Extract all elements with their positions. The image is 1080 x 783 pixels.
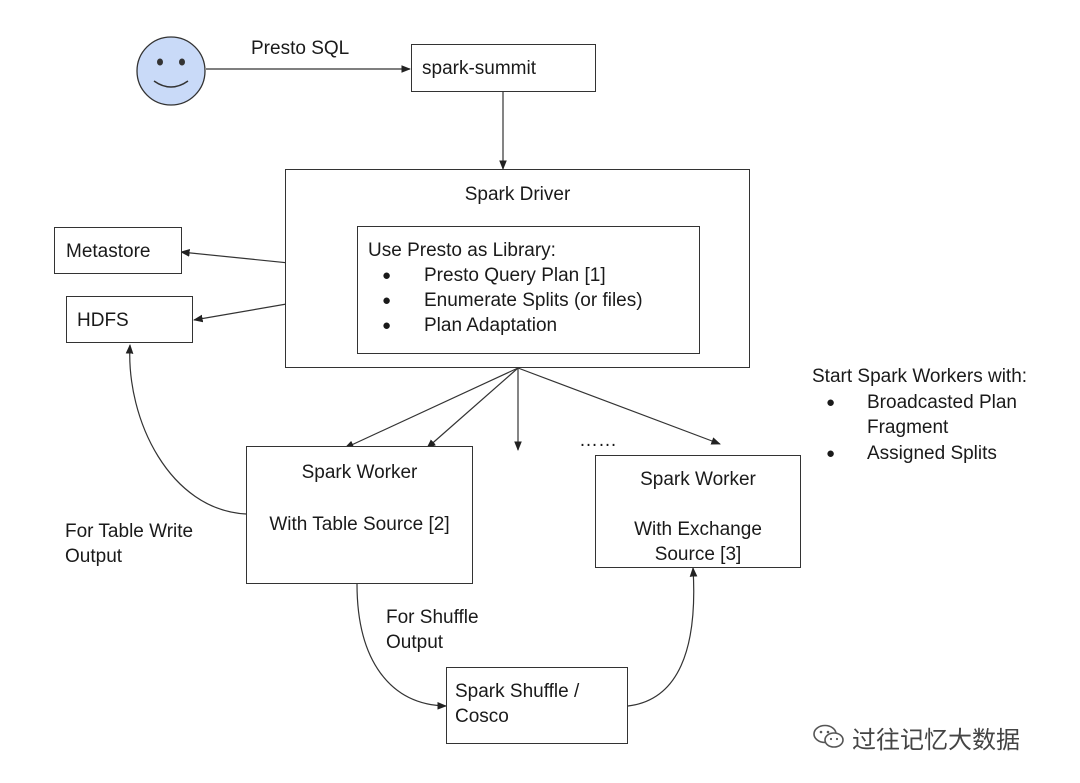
start-workers-item-line: Broadcasted Plan [867, 392, 1017, 413]
spark-worker-table-node: Spark Worker With Table Source [2] [246, 446, 473, 584]
library-item: Presto Query Plan [1] [368, 263, 643, 288]
edge-driver-to-worker-b [426, 367, 519, 449]
edge-driver-to-worker-a [344, 367, 519, 449]
hdfs-label: HDFS [77, 310, 129, 331]
ellipsis-label: …… [579, 430, 617, 451]
hdfs-node: HDFS [66, 296, 193, 343]
start-workers-title: Start Spark Workers with: [812, 366, 1028, 387]
edge-driver-to-worker-exchange [517, 367, 721, 445]
shuffle-output-annotation-2: Output [386, 632, 444, 653]
library-title: Use Presto as Library: [368, 240, 556, 261]
spark-shuffle-node: Spark Shuffle / Cosco [446, 667, 628, 744]
smiley-user-icon [136, 36, 206, 106]
spark-submit-label: spark-summit [422, 58, 537, 79]
worker-table-title: Spark Worker [301, 462, 418, 483]
wechat-icon [813, 724, 844, 748]
presto-library-box: Use Presto as Library: Presto Query Plan… [357, 226, 700, 354]
metastore-label: Metastore [66, 241, 151, 262]
worker-exchange-subtitle-1: With Exchange [634, 519, 762, 540]
table-write-annotation-2: Output [65, 546, 123, 567]
worker-table-subtitle: With Table Source [2] [269, 514, 450, 535]
shuffle-label-1: Spark Shuffle / [455, 681, 580, 702]
spark-driver-title: Spark Driver [464, 184, 571, 205]
worker-exchange-subtitle-2: Source [3] [654, 544, 742, 565]
edge-shuffle-to-exchange-worker [627, 567, 698, 707]
spark-worker-exchange-node: Spark Worker With Exchange Source [3] [595, 455, 801, 568]
edge-worker-to-shuffle [356, 583, 447, 710]
library-item: Plan Adaptation [368, 313, 643, 338]
worker-exchange-title: Spark Worker [640, 469, 756, 490]
library-item: Enumerate Splits (or files) [368, 288, 643, 313]
table-write-annotation-1: For Table Write [65, 521, 194, 542]
edge-worker-to-hdfs [125, 344, 247, 515]
shuffle-label-2: Cosco [455, 706, 509, 727]
watermark: 过往记忆大数据 [812, 720, 1020, 754]
watermark-text: 过往记忆大数据 [852, 726, 1020, 754]
library-list: Presto Query Plan [1] Enumerate Splits (… [368, 263, 643, 338]
presto-sql-label: Presto SQL [251, 38, 350, 59]
start-workers-item-line: Assigned Splits [867, 443, 997, 464]
start-workers-item-line: Fragment [867, 417, 949, 438]
metastore-node: Metastore [54, 227, 182, 274]
spark-submit-node: spark-summit [411, 44, 596, 92]
shuffle-output-annotation-1: For Shuffle [386, 607, 479, 628]
